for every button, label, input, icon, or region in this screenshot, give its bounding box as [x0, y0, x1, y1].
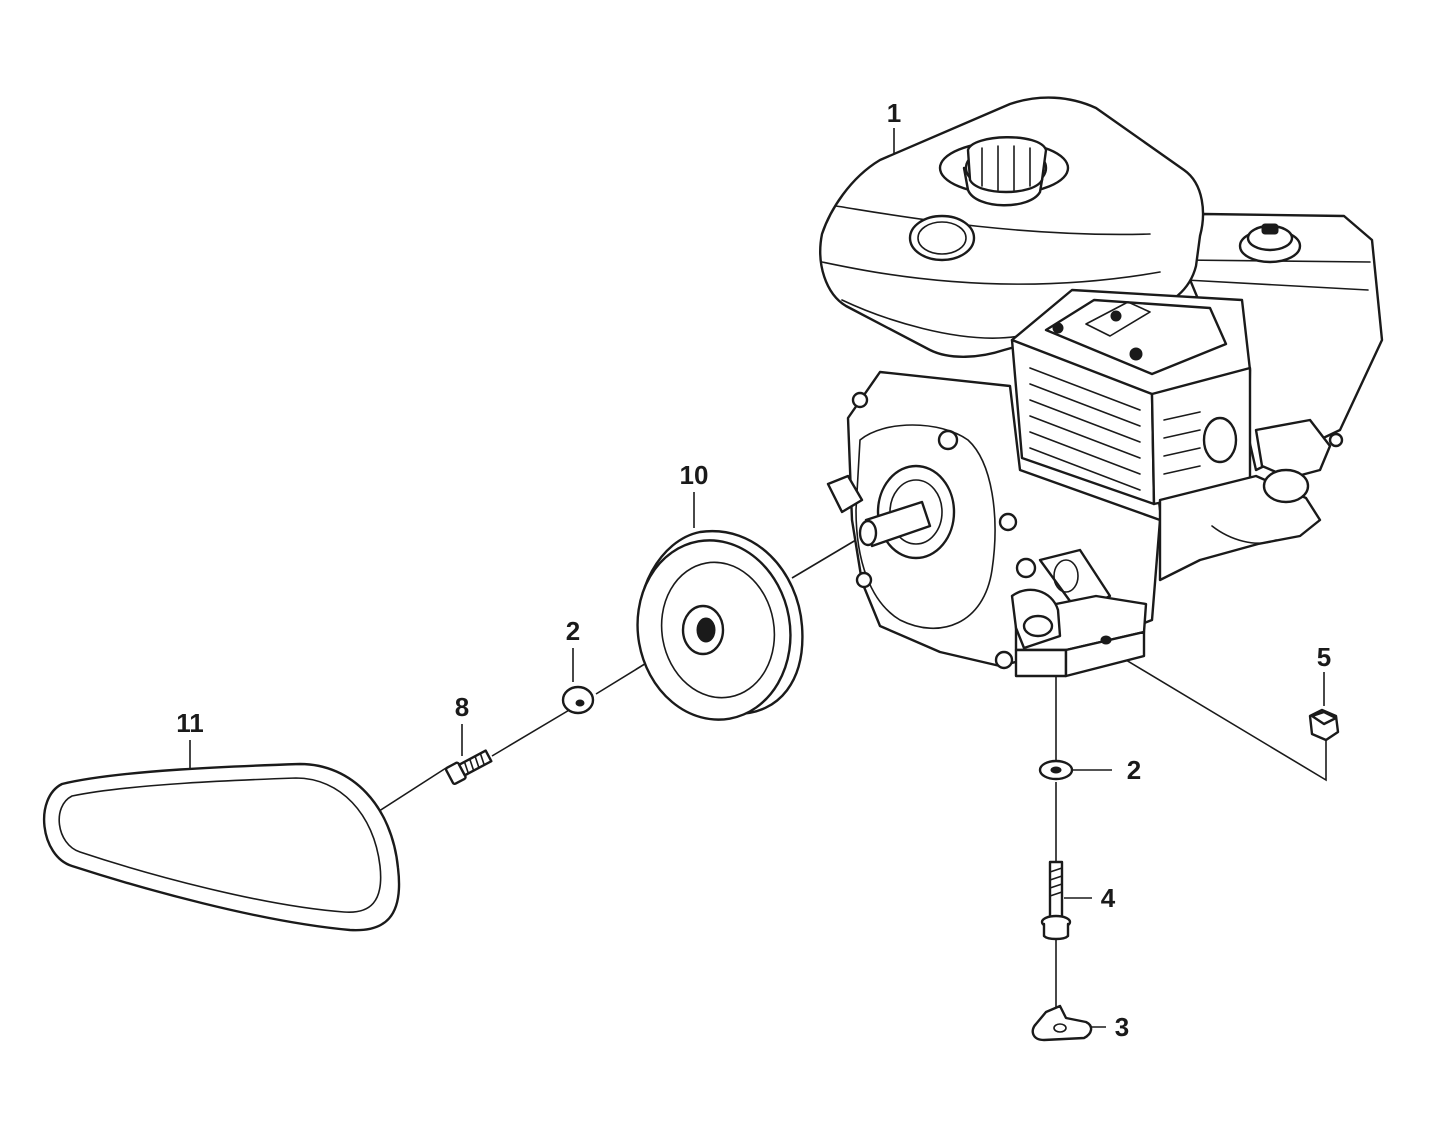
callout-belt: 11: [176, 708, 204, 738]
washer-lower-part: [1038, 759, 1074, 781]
pulley-part: [636, 529, 804, 721]
callout-nut: 5: [1317, 642, 1331, 672]
callout-labels: 1 2 2 3 4 5 8 10 11: [176, 98, 1331, 1042]
callout-bracket: 3: [1115, 1012, 1129, 1042]
callout-engine: 1: [887, 98, 901, 128]
short-bolt: [444, 749, 493, 786]
callout-washer-upper: 2: [566, 616, 580, 646]
long-bolt-part: [1040, 860, 1072, 941]
bracket-part: [1031, 1004, 1093, 1042]
callout-bolt-long: 4: [1101, 883, 1116, 913]
washer-upper-part: [561, 685, 595, 715]
callout-washer-lower: 2: [1127, 755, 1141, 785]
callout-bolt-short: 8: [455, 692, 469, 722]
callout-pulley: 10: [680, 460, 709, 490]
engine-part: [819, 96, 1384, 678]
nut-part: [1308, 708, 1340, 742]
v-belt: [42, 762, 401, 932]
